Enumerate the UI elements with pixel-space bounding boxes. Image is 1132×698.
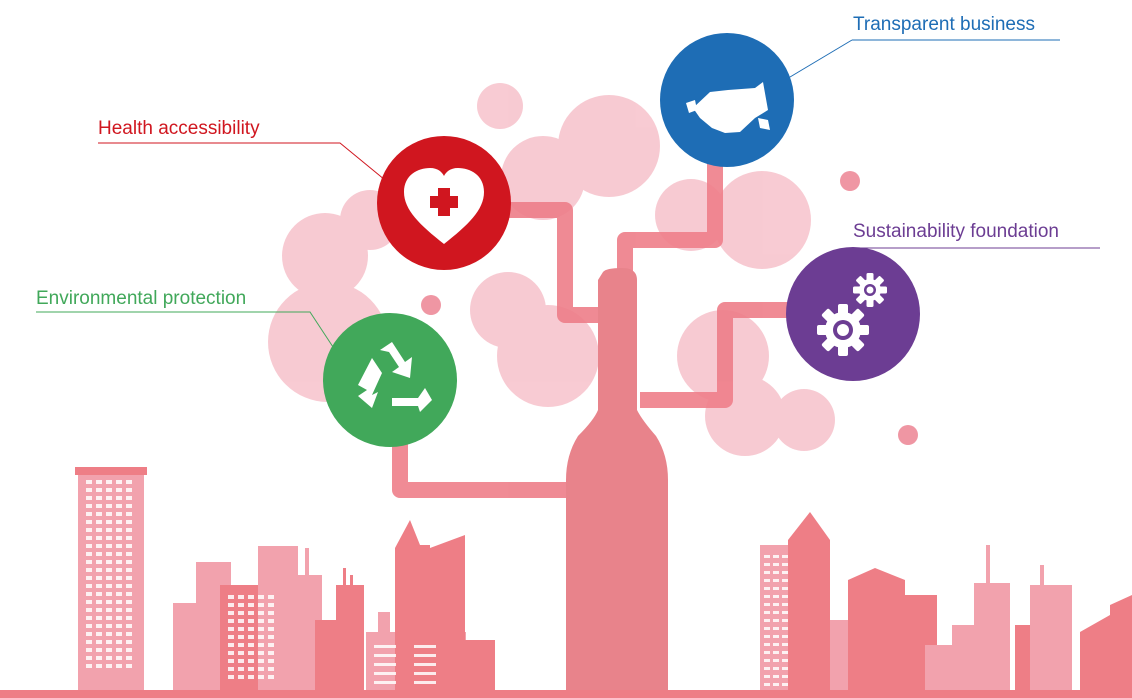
environmental-protection-node	[323, 313, 457, 447]
transparent-business-label: Transparent business	[853, 14, 1036, 35]
environmental-protection-label: Environmental protection	[36, 288, 247, 309]
city-skyline	[75, 467, 1132, 698]
ground-strip	[0, 690, 1132, 698]
handshake-icon	[686, 82, 770, 133]
building-windows	[86, 480, 788, 686]
sustainability-foundation-node	[786, 247, 920, 381]
transparent-business-node	[660, 33, 794, 167]
gears-icon	[817, 273, 887, 356]
bubble-cluster	[268, 83, 835, 456]
small-dots	[421, 171, 918, 445]
health-accessibility-node	[377, 136, 511, 270]
sustainability-foundation-label: Sustainability foundation	[853, 221, 1059, 242]
tree-branches	[392, 150, 800, 498]
leader-lines	[36, 39, 1100, 351]
tree-trunk	[566, 268, 668, 698]
recycle-icon	[358, 342, 432, 412]
health-accessibility-label: Health accessibility	[98, 118, 260, 139]
